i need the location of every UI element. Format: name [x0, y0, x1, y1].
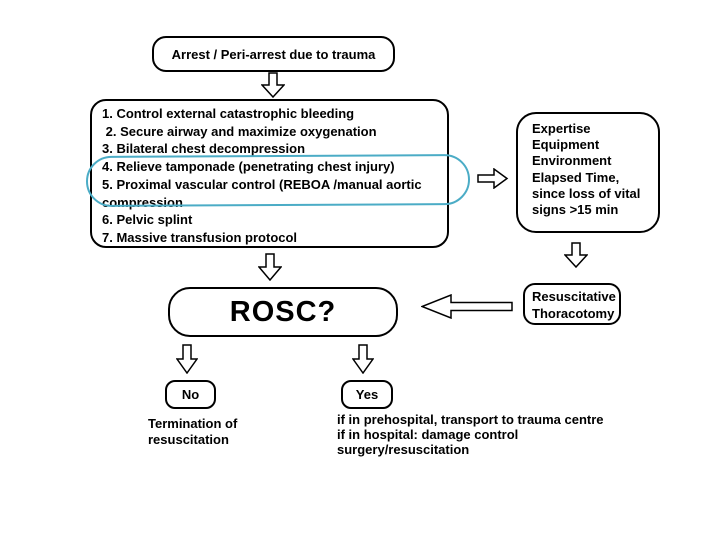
intervention-line: 4. Relieve tamponade (penetrating chest … [102, 159, 395, 175]
left-arrow-icon [421, 294, 513, 319]
right-arrow-icon [477, 168, 509, 189]
consideration-line: since loss of vital [532, 185, 641, 201]
highlight-ellipse [85, 153, 471, 208]
intervention-line: 2. Secure airway and maximize oxygenatio… [102, 123, 377, 139]
termination-text: Termination of resuscitation [148, 416, 237, 448]
down-arrow-icon [176, 344, 198, 374]
consideration-line: Expertise [532, 121, 591, 136]
thoracotomy-line: Thoracotomy [532, 306, 615, 321]
intervention-line: 6. Pelvic splint [102, 212, 193, 228]
termination-line: Termination of [148, 416, 238, 431]
intervention-line: 5. Proximal vascular control (REBOA /man… [102, 176, 422, 192]
termination-line: resuscitation [148, 432, 229, 447]
consideration-line: Environment [532, 153, 612, 169]
yes-outcome-line: surgery/resuscitation [337, 441, 470, 457]
intervention-line: 3. Bilateral chest decompression [102, 141, 306, 157]
node-yes: Yes [341, 380, 393, 409]
yes-outcome-line: if in prehospital, transport to trauma c… [337, 412, 604, 427]
down-arrow-icon [258, 253, 282, 281]
intervention-line: 7. Massive transfusion protocol [102, 229, 298, 245]
node-rosc: ROSC? [168, 287, 398, 337]
yes-outcome-text: if in prehospital, transport to trauma c… [337, 412, 604, 457]
down-arrow-icon [261, 72, 285, 98]
consideration-line: Equipment [532, 137, 600, 153]
node-resuscitative-thoracotomy: Resuscitative Thoracotomy [523, 283, 621, 325]
node-no: No [165, 380, 216, 409]
yes-outcome-line: if in hospital: damage control [337, 426, 519, 442]
down-arrow-icon [564, 242, 588, 268]
down-arrow-icon [352, 344, 374, 374]
thoracotomy-line: Resuscitative [532, 289, 616, 304]
consideration-line: Elapsed Time, [532, 169, 620, 185]
consideration-line: signs >15 min [532, 202, 619, 218]
node-interventions-list: 1. Control external catastrophic bleedin… [90, 99, 449, 248]
node-arrest-peri-arrest: Arrest / Peri-arrest due to trauma [152, 36, 395, 72]
intervention-line: 1. Control external catastrophic bleedin… [102, 106, 355, 121]
node-considerations: Expertise Equipment Environment Elapsed … [516, 112, 660, 233]
intervention-line: compression [102, 194, 183, 210]
